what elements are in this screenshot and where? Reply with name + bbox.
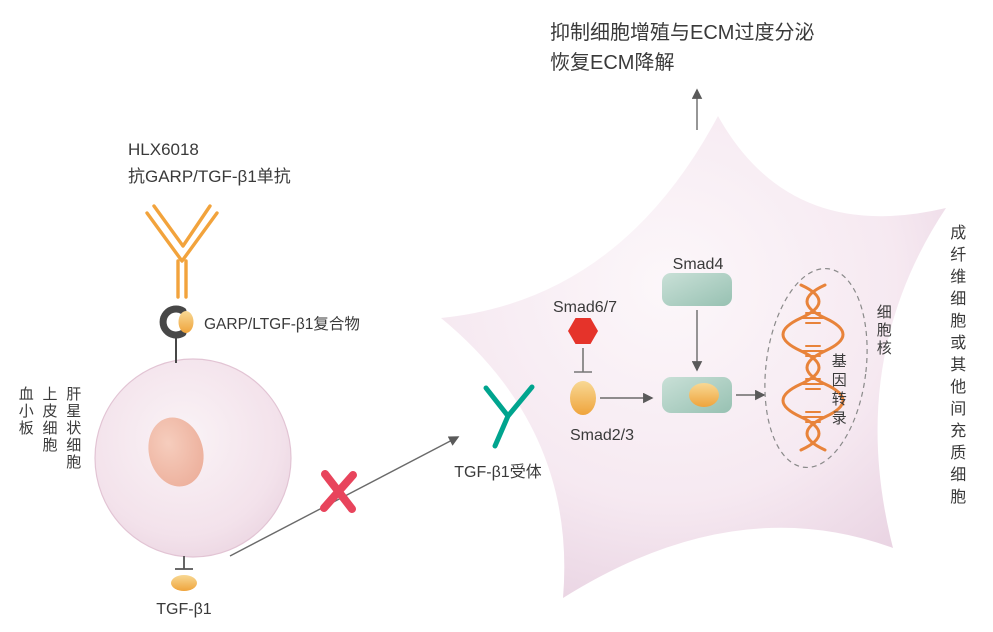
source-cell-types: 肝星状细胞 上皮细胞 血小板 [12, 386, 85, 471]
garp-complex-label: GARP/LTGF-β1复合物 [204, 316, 360, 333]
source-cell-nucleolus [148, 417, 204, 487]
signal-arrows [600, 88, 766, 404]
source-cell-type-1: 肝星状细胞 [64, 386, 82, 471]
tgfb1-label: TGF-β1 [156, 601, 212, 618]
gene-transcription-label: 基因转录 [829, 353, 847, 429]
source-cell-shape [94, 358, 292, 558]
nucleus-outline [764, 267, 868, 469]
smad-complex-icon [662, 377, 732, 413]
source-cell-type-2: 上皮细胞 [40, 386, 58, 454]
outcome-line1: 抑制细胞增殖与ECM过度分泌 [550, 22, 815, 44]
antibody-name: HLX6018 [128, 140, 199, 159]
target-cell-shape [441, 116, 946, 598]
smad23-oval-icon [570, 381, 596, 415]
smad4-label: Smad4 [672, 256, 724, 273]
tgfb1-secretion-icon [171, 556, 197, 591]
garp-complex-icon [159, 305, 194, 363]
nucleus-label: 细胞核 [874, 304, 892, 358]
receptor-label: TGF-β1受体 [454, 464, 542, 481]
source-cell-type-3: 血小板 [16, 386, 34, 437]
smad67-inhibition-bar [574, 348, 592, 373]
smad67-hexagon-icon [568, 318, 598, 344]
dna-helix-icon [781, 283, 845, 452]
smad23-label: Smad2/3 [569, 427, 635, 444]
antibody-description: 抗GARP/TGF-β1单抗 [128, 167, 291, 186]
outcome-text: 抑制细胞增殖与ECM过度分泌 恢复ECM降解 [550, 18, 814, 78]
smad67-label: Smad6/7 [552, 299, 618, 316]
smad4-box-icon [662, 273, 732, 306]
outcome-line2: 恢复ECM降解 [550, 52, 675, 74]
antibody-label: HLX6018 抗GARP/TGF-β1单抗 [128, 136, 291, 190]
receptor-icon [483, 384, 535, 449]
target-cell-label: 成纤维细胞或其他间充质细胞 [947, 224, 965, 510]
block-x-icon [320, 470, 357, 513]
antibody-icon [145, 204, 219, 299]
